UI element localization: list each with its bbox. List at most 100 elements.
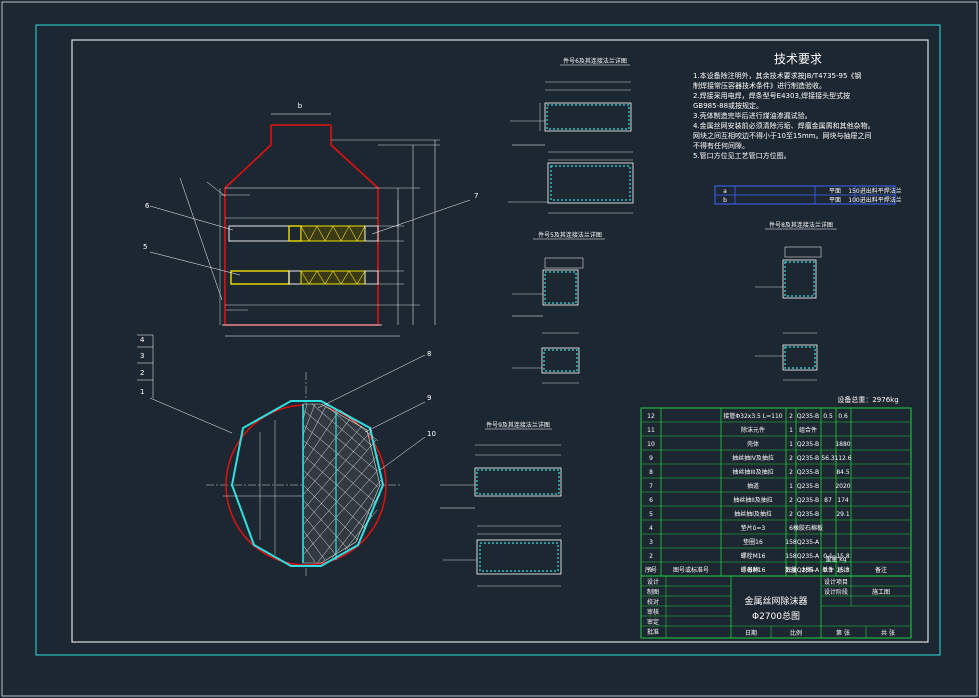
bom-cell-total: 0.6 <box>838 413 848 420</box>
bom-cell-name: 抽丝抽IV及抽拉 <box>732 454 774 462</box>
bom-cell-name: 除沫元件 <box>741 426 765 434</box>
tech-line-4: GB985-88或按规定。 <box>693 101 763 110</box>
bom-cell-no: 7 <box>649 483 653 490</box>
bom-cell-mat: Q235-B <box>797 413 819 420</box>
part-label-2: 2 <box>140 369 144 377</box>
bom-cell-mat: 组合件 <box>799 426 817 434</box>
title-block: 设计 制图 校对 审核 审定 批准 金属丝网除沫器 Φ2700总图 设计项目 设… <box>640 575 912 639</box>
bom-cell-total: 1880 <box>835 441 850 448</box>
tech-requirements: 技术要求 1.本设备除注明外，其余技术要求按JB/T4735-95《钢 制焊接常… <box>693 52 875 160</box>
bom-cell-no: 5 <box>649 511 653 518</box>
nozzle-table: a 平面 150进出料平焊法兰 b 平面 100进出料平焊法兰 <box>714 185 902 205</box>
bom-header-1: 图号或标准号 <box>673 566 709 574</box>
bom-cell-mat: Q235-B <box>797 455 819 462</box>
dim-label-b: b <box>298 102 303 110</box>
tech-line-3: 2.焊接采用电焊，焊条型号E4303,焊接接头型式按 <box>693 91 850 100</box>
bom-cell-qty: 158 <box>785 553 797 560</box>
drawer-6-flange <box>288 225 302 242</box>
drawing-name-1: 金属丝网除沫器 <box>744 595 807 607</box>
tb-left-0: 设计 <box>647 578 659 586</box>
nozzle-name-b: 平面 <box>829 197 841 204</box>
bom-header-4: 材料 <box>802 566 814 574</box>
nozzle-code-b: b <box>723 197 727 204</box>
bom-cell-no: 11 <box>647 427 655 434</box>
bom-cell-name: 垫圈16 <box>743 538 763 546</box>
bom-cell-total: 2020 <box>835 483 850 490</box>
detail-title-8: 件号8及其连接法兰详图 <box>769 221 833 229</box>
bom-cell-mass: 87 <box>824 497 832 504</box>
bom-cell-name: 垫片δ=3 <box>741 524 766 532</box>
bom-header-3: 数量 <box>785 566 797 574</box>
total-mass: 设备总重：2976kg <box>837 395 898 404</box>
tb-bottom-3: 共 张 <box>881 629 895 637</box>
part-label-3: 3 <box>140 352 144 360</box>
bom-cell-no: 10 <box>647 441 655 448</box>
tb-left-1: 制图 <box>647 588 659 596</box>
bom-cell-no: 4 <box>649 525 653 532</box>
tb-bottom-1: 比例 <box>790 629 802 637</box>
bom-cell-name: 螺栓M16 <box>741 552 766 560</box>
bom-cell-qty: 1 <box>789 441 793 448</box>
bom-cell-no: 3 <box>649 539 653 546</box>
bom-cell-name: 壳体 <box>747 440 759 448</box>
bom-cell-name: 抽丝抽III及抽拉 <box>732 468 773 476</box>
nozzle-name-a: 平面 <box>829 188 841 195</box>
bom-cell-qty: 158 <box>785 539 797 546</box>
tech-line-9: 5.管口方位见工艺管口方位图。 <box>693 151 791 160</box>
bom-cell-total: 15.8 <box>836 553 850 560</box>
detail-title-9: 件号9及其连接法兰详图 <box>486 421 550 429</box>
mesh-half <box>302 403 381 564</box>
bom-header-mass: 重量 kg <box>825 555 846 563</box>
bom-header-7: 备注 <box>875 566 887 574</box>
bom-header-5: 单件 <box>822 566 834 574</box>
bom-cell-no: 9 <box>649 455 653 462</box>
tb-right-0: 设计项目 <box>824 578 848 586</box>
bom-cell-name: 螺母M16 <box>741 566 766 574</box>
tb-left-3: 审核 <box>647 608 659 616</box>
bom-cell-total: 29.1 <box>836 511 850 518</box>
bom-cell-no: 1 <box>649 567 653 574</box>
front-elevation: b 6 5 7 <box>143 102 478 337</box>
bom-cell-mat: Q235-A <box>797 567 820 574</box>
bom-cell-mat: Q235-B <box>797 511 819 518</box>
tb-left-2: 校对 <box>647 598 659 606</box>
bom-cell-mat: Q235-B <box>797 469 819 476</box>
bom-cell-name: 抽丝抽I及抽拉 <box>734 510 772 518</box>
bom-cell-total: 15.8 <box>836 567 850 574</box>
tech-line-2: 制焊接常压容器技术条件》进行制造验收。 <box>693 81 826 90</box>
tech-line-7: 网块之间互相咬边不得小于10至15mm。网块与抽屉之间 <box>693 131 871 140</box>
part-label-10: 10 <box>427 430 436 438</box>
bom-cell-mat: Q235-B <box>797 441 819 448</box>
bom-cell-mass: 56.3 <box>821 455 835 462</box>
bom-cell-mat: Q235-B <box>797 483 819 490</box>
bom-header-0: 序号 <box>645 566 657 574</box>
tb-left-5: 批准 <box>647 628 659 636</box>
tech-requirements-heading: 技术要求 <box>774 52 822 66</box>
part-label-6: 6 <box>145 202 150 210</box>
part-label-4: 4 <box>140 336 145 344</box>
bom-cell-total: 112.6 <box>834 455 851 462</box>
bom-cell-qty: 6 <box>789 525 793 532</box>
tb-right-1: 设计阶段 <box>824 588 848 596</box>
octagon-plate <box>230 400 385 567</box>
part-label-8: 8 <box>427 350 431 358</box>
bom-header-6: 总计 <box>837 566 849 574</box>
tech-line-6: 4.金属丝网安装前必须清除污垢、焊瘤金属屑和其他杂物。 <box>693 121 875 130</box>
nozzle-spec-b: 100进出料平焊法兰 <box>848 196 901 204</box>
drawer-6-handle <box>228 225 290 242</box>
drawer-5-handle <box>230 270 290 285</box>
nozzle-code-a: a <box>723 188 727 195</box>
part-label-5: 5 <box>143 243 147 251</box>
bom-cell-mat: 橡胶石棉板 <box>793 524 823 532</box>
bom-cell-total: 84.5 <box>836 469 850 476</box>
tech-line-1: 1.本设备除注明外，其余技术要求按JB/T4735-95《钢 <box>693 71 861 80</box>
part-label-9: 9 <box>427 394 431 402</box>
bom-cell-total: 174 <box>837 497 849 504</box>
sheet-border <box>35 24 941 656</box>
bom-cell-name: 抽丝抽II及抽拉 <box>733 496 773 504</box>
bom-cell-mass: 0.1 <box>823 567 833 574</box>
bom-cell-no: 12 <box>647 413 655 420</box>
bom-cell-qty: 2 <box>789 497 793 504</box>
